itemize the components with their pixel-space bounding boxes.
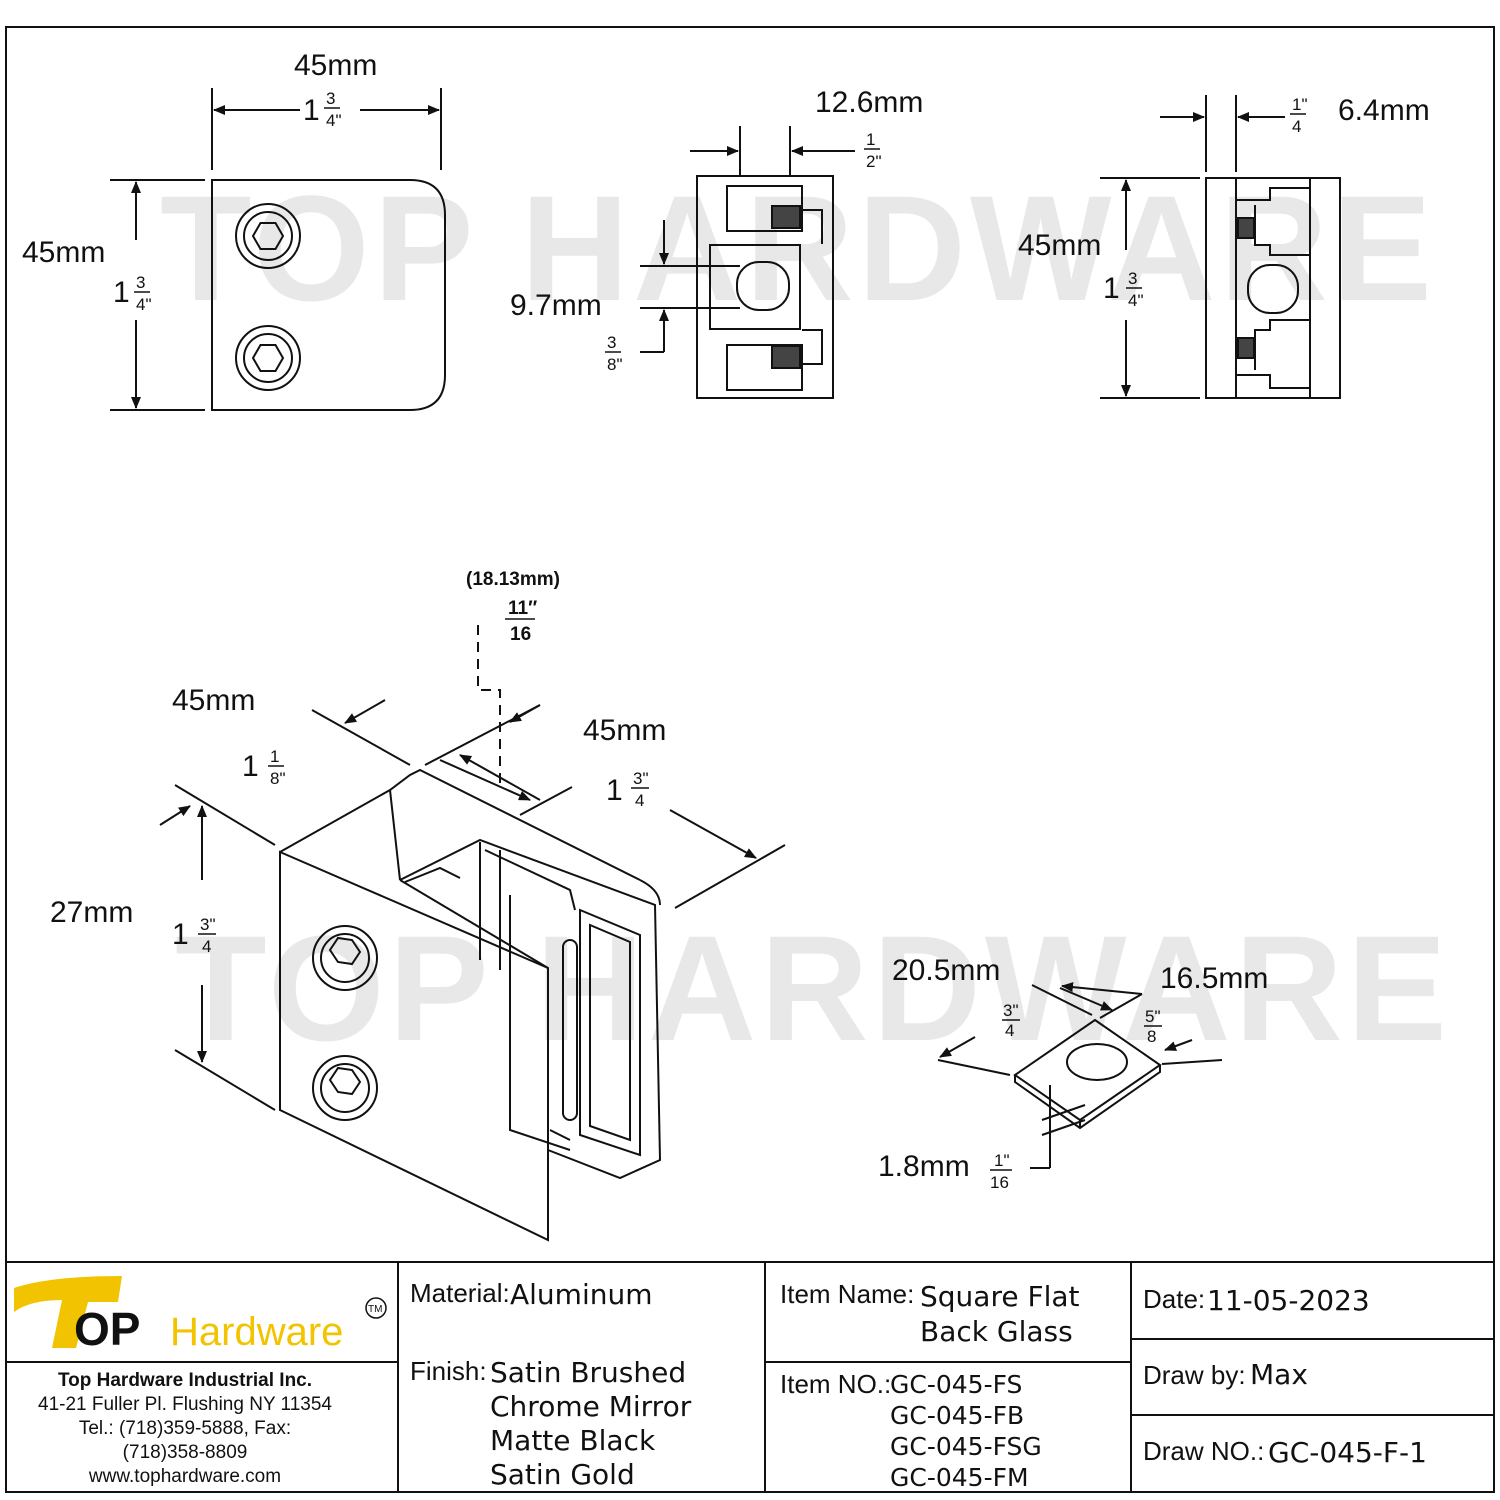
iso-width-den: 4 [635, 791, 644, 810]
trademark-text: TM [368, 1304, 382, 1315]
side-depth-mm: 6.4mm [1338, 94, 1430, 127]
iso-height-den: 4 [202, 937, 211, 956]
iso-width-whole: 1 [606, 774, 623, 807]
gasket-length-mm: 20.5mm [892, 954, 1000, 987]
section-view [640, 126, 855, 399]
iso-gap-leader [477, 625, 501, 790]
section-hole-num: 3 [607, 333, 616, 352]
item-number: GC-045-FB [890, 1401, 1024, 1430]
company-address: 41-21 Fuller Pl. Flushing NY 11354 [38, 1394, 332, 1415]
date-value: 11-05-2023 [1207, 1284, 1370, 1317]
front-width-den: 4" [326, 111, 342, 130]
iso-depth-den: 8" [270, 769, 286, 788]
logo-hardware: Hardware [170, 1310, 343, 1354]
draw-no-label: Draw NO.: [1143, 1436, 1264, 1466]
side-depth-den: 4 [1292, 117, 1301, 136]
gasket-thick-den: 16 [990, 1173, 1009, 1192]
item-number: GC-045-FM [890, 1463, 1029, 1492]
company-tel: Tel.: (718)359-5888, Fax: [79, 1418, 291, 1439]
gasket-width-den: 8 [1147, 1027, 1156, 1046]
trademark-circle [365, 1297, 387, 1319]
item-name-line1: Square Flat [920, 1280, 1080, 1313]
gasket-thick-mm: 1.8mm [878, 1150, 970, 1183]
iso-depth-mm: 45mm [172, 684, 255, 717]
isometric-view [159, 699, 786, 1242]
iso-depth-num: 1 [270, 747, 279, 766]
finish-item: Satin Brushed [490, 1356, 686, 1389]
item-name-label: Item Name: [780, 1279, 914, 1309]
company-name: Top Hardware Industrial Inc. [58, 1370, 312, 1391]
date-label: Date: [1143, 1284, 1205, 1314]
gasket-width-mm: 16.5mm [1160, 962, 1268, 995]
side-height-num: 3 [1128, 269, 1137, 288]
finish-label: Finish: [410, 1356, 487, 1386]
company-fax: (718)358-8809 [123, 1442, 248, 1463]
iso-height-mm: 27mm [50, 896, 133, 929]
front-height-mm: 45mm [22, 236, 105, 269]
sheet-border [5, 26, 1495, 1493]
watermark-top: TOP HARDWARE [160, 164, 1436, 332]
item-no-label: Item NO.: [780, 1369, 891, 1399]
draw-by-value: Max [1250, 1358, 1308, 1391]
company-logo: OP Hardware TM [14, 1276, 387, 1355]
front-height-whole: 1 [113, 276, 130, 309]
section-hole-den: 8" [607, 355, 623, 374]
front-height-den: 4" [136, 295, 152, 314]
front-view [110, 88, 446, 411]
item-number: GC-045-FS [890, 1370, 1022, 1399]
gasket-thick-num: 1" [994, 1151, 1010, 1170]
front-width-num: 3 [326, 89, 335, 108]
iso-gap-mm: (18.13mm) [466, 569, 560, 590]
company-website: www.tophardware.com [88, 1466, 281, 1487]
iso-width-num: 3" [633, 769, 649, 788]
iso-gap-den: 16 [510, 624, 531, 645]
section-hole-mm: 9.7mm [510, 289, 602, 322]
watermark-bottom: TOP HARDWARE [175, 904, 1451, 1072]
draw-no-value: GC-045-F-1 [1268, 1436, 1427, 1469]
item-name-line2: Back Glass [920, 1315, 1073, 1348]
finish-item: Matte Black [490, 1424, 656, 1457]
draw-by-label: Draw by: [1143, 1360, 1246, 1390]
gasket-view [937, 982, 1223, 1169]
gasket-length-num: 3" [1003, 1001, 1019, 1020]
logo-t-mark [14, 1276, 122, 1348]
iso-height-num: 3" [200, 915, 216, 934]
side-height-whole: 1 [1103, 272, 1120, 305]
side-height-mm: 45mm [1018, 229, 1101, 262]
side-depth-num: 1" [1292, 95, 1308, 114]
iso-gap-num: 11″ [508, 598, 537, 619]
item-number: GC-045-FSG [890, 1432, 1042, 1461]
iso-width-mm: 45mm [583, 714, 666, 747]
side-height-den: 4" [1128, 291, 1144, 310]
side-view [1100, 95, 1341, 399]
iso-height-whole: 1 [172, 918, 189, 951]
section-slot-den: 2" [866, 152, 882, 171]
section-slot-mm: 12.6mm [815, 86, 923, 119]
material-value: Aluminum [510, 1278, 653, 1311]
gasket-length-den: 4 [1005, 1021, 1014, 1040]
front-height-num: 3 [136, 273, 145, 292]
logo-op: OP [74, 1303, 140, 1355]
section-slot-num: 1 [866, 130, 875, 149]
finish-item: Chrome Mirror [490, 1390, 692, 1423]
front-width-whole: 1 [303, 94, 320, 127]
gasket-width-num: 5" [1145, 1007, 1161, 1026]
finish-item: Satin Gold [490, 1458, 635, 1491]
title-block-grid [6, 1261, 1494, 1492]
iso-depth-whole: 1 [242, 750, 259, 783]
front-width-mm: 45mm [294, 49, 377, 82]
material-label: Material: [410, 1278, 510, 1308]
